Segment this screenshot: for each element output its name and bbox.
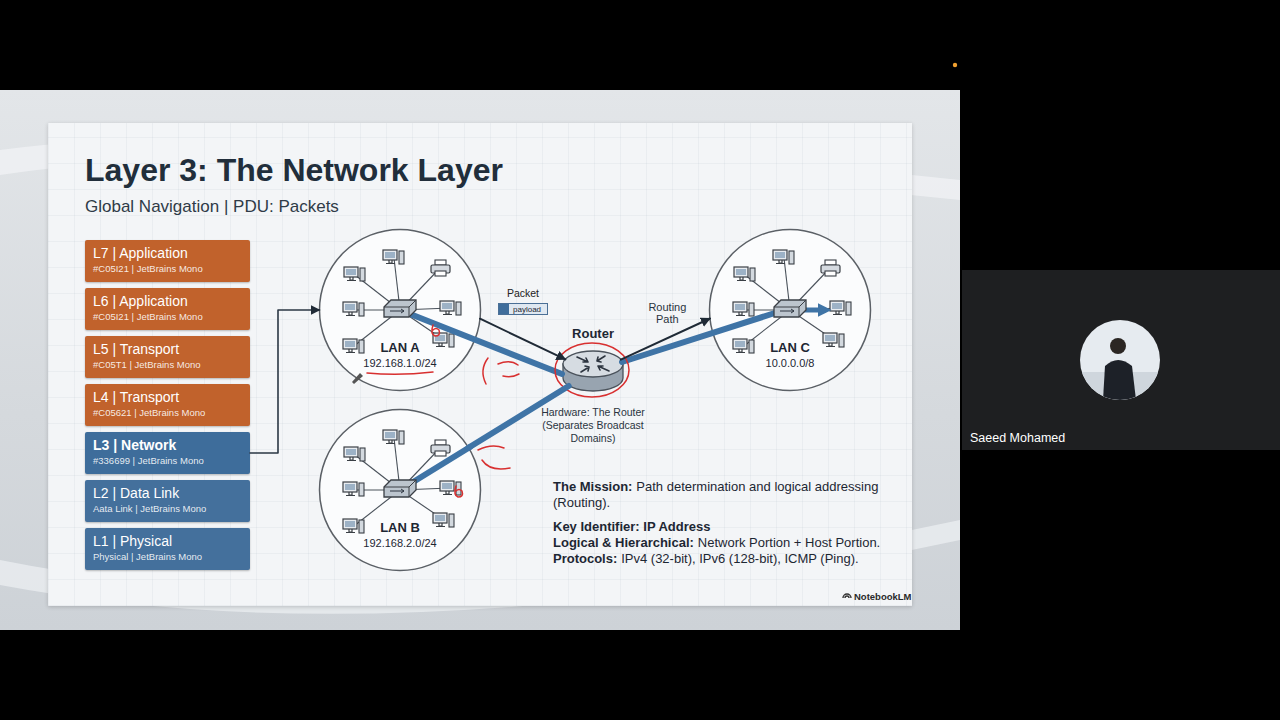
layer-subtitle: #336699 | JetBrains Mono <box>93 455 242 466</box>
layer-box: L3 | Network#336699 | JetBrains Mono <box>85 432 250 474</box>
avatar-ground <box>1080 372 1160 400</box>
router-top <box>563 351 623 377</box>
info-value: Network Portion + Host Portion. <box>698 535 880 550</box>
blue-route <box>622 312 778 362</box>
switch-icon <box>384 300 416 317</box>
info-key: Protocols: <box>553 551 617 566</box>
info-paragraph: The Mission:Path determination and logic… <box>553 479 888 511</box>
lan-devices <box>343 250 461 353</box>
layer-name: L2 | Data Link <box>93 484 242 502</box>
lan-devices <box>343 430 461 533</box>
network-address: 192.168.2.0/24 <box>318 537 482 549</box>
packet-frame: payload <box>498 303 548 315</box>
layer-box: L4 | Transport#C05621 | JetBrains Mono <box>85 384 250 426</box>
layer-subtitle: Physical | JetBrains Mono <box>93 551 242 562</box>
avatar <box>1080 320 1160 400</box>
packet-label: Packet <box>496 287 550 299</box>
layer-subtitle: Aata Link | JetBrains Mono <box>93 503 242 514</box>
router-node: RouterHardware: The Router (Separates Br… <box>522 326 664 442</box>
info-key: Logical & Hierarchical: <box>553 535 694 550</box>
red-mark <box>483 358 488 384</box>
red-mark <box>432 325 440 336</box>
layer-box: L7 | Application#C05I21 | JetBrains Mono <box>85 240 250 282</box>
lan-circle: LAN C 10.0.0.0/8 <box>708 228 872 392</box>
switch-icon <box>774 300 806 317</box>
router-arrows <box>577 356 609 372</box>
layer-name: L4 | Transport <box>93 388 242 406</box>
packet-header <box>499 304 509 314</box>
layer-name: L6 | Application <box>93 292 242 310</box>
layer-name: L1 | Physical <box>93 532 242 550</box>
lan-name: LAN C <box>708 340 872 355</box>
pen-annotation <box>367 325 629 497</box>
watermark: NotebookLM <box>854 591 912 602</box>
avatar-head <box>1110 338 1126 354</box>
layer-box: L1 | PhysicalPhysical | JetBrains Mono <box>85 528 250 570</box>
layer-subtitle: #C05I21 | JetBrains Mono <box>93 263 242 274</box>
avatar-sky <box>1080 320 1160 400</box>
red-mark <box>455 486 463 497</box>
layer-box: L5 | Transport#C05T1 | JetBrains Mono <box>85 336 250 378</box>
lan-name: LAN B <box>318 520 482 535</box>
info-paragraph: Logical & Hierarchical: Network Portion +… <box>553 535 888 551</box>
layer-box: L6 | Application#C05I21 | JetBrains Mono <box>85 288 250 330</box>
red-underline <box>367 372 433 374</box>
layer-name: L7 | Application <box>93 244 242 262</box>
info-paragraph: Key Identifier: IP Address <box>553 519 888 535</box>
layer-subtitle: #C05T1 | JetBrains Mono <box>93 359 242 370</box>
blue-route <box>400 310 562 374</box>
lan-name: LAN A <box>318 340 482 355</box>
info-paragraph: Protocols: IPv4 (32-bit), IPv6 (128-bit),… <box>553 551 888 567</box>
pen-cursor <box>352 373 363 384</box>
slide-title: Layer 3: The Network Layer <box>85 152 503 189</box>
avatar-body <box>1103 360 1136 400</box>
payload-label: payload <box>509 305 541 314</box>
info-key: Key Identifier: IP Address <box>553 519 711 534</box>
participant-tile <box>962 270 1280 450</box>
layer-name: L3 | Network <box>93 436 242 454</box>
participant-name: Saeed Mohamed <box>970 431 1065 445</box>
blue-route-arrow <box>796 308 826 313</box>
router-caption: Hardware: The Router (Separates Broadcas… <box>537 406 649 445</box>
status-dot <box>953 63 957 67</box>
router-heading: Router <box>522 326 664 341</box>
red-mark <box>498 362 519 377</box>
red-circle <box>555 343 629 397</box>
logo-mark <box>843 594 851 598</box>
connector <box>621 319 710 360</box>
lan-devices <box>733 250 851 353</box>
info-key: The Mission: <box>553 479 632 494</box>
router-shape <box>561 348 625 394</box>
layer-subtitle: #C05I21 | JetBrains Mono <box>93 311 242 322</box>
lan-circle: LAN A 192.168.1.0/24 <box>318 228 482 392</box>
switch-icon <box>384 480 416 497</box>
layer-box: L2 | Data LinkAata Link | JetBrains Mono <box>85 480 250 522</box>
lan-circle: LAN B 192.168.2.0/24 <box>318 408 482 572</box>
packet-box: Packet payload <box>496 287 550 319</box>
edge-label: Routing Path <box>641 301 693 325</box>
layer-subtitle: #C05621 | JetBrains Mono <box>93 407 242 418</box>
connector <box>250 310 320 453</box>
notebooklm-icon <box>843 594 851 598</box>
blue-route <box>405 447 470 487</box>
red-mark <box>478 446 510 469</box>
slide-subtitle: Global Navigation | PDU: Packets <box>85 197 339 217</box>
network-address: 10.0.0.0/8 <box>708 357 872 369</box>
connector <box>469 386 569 448</box>
network-address: 192.168.1.0/24 <box>318 357 482 369</box>
connector <box>480 319 565 360</box>
info-value: IPv4 (32-bit), IPv6 (128-bit), ICMP (Pin… <box>621 551 858 566</box>
layer-name: L5 | Transport <box>93 340 242 358</box>
